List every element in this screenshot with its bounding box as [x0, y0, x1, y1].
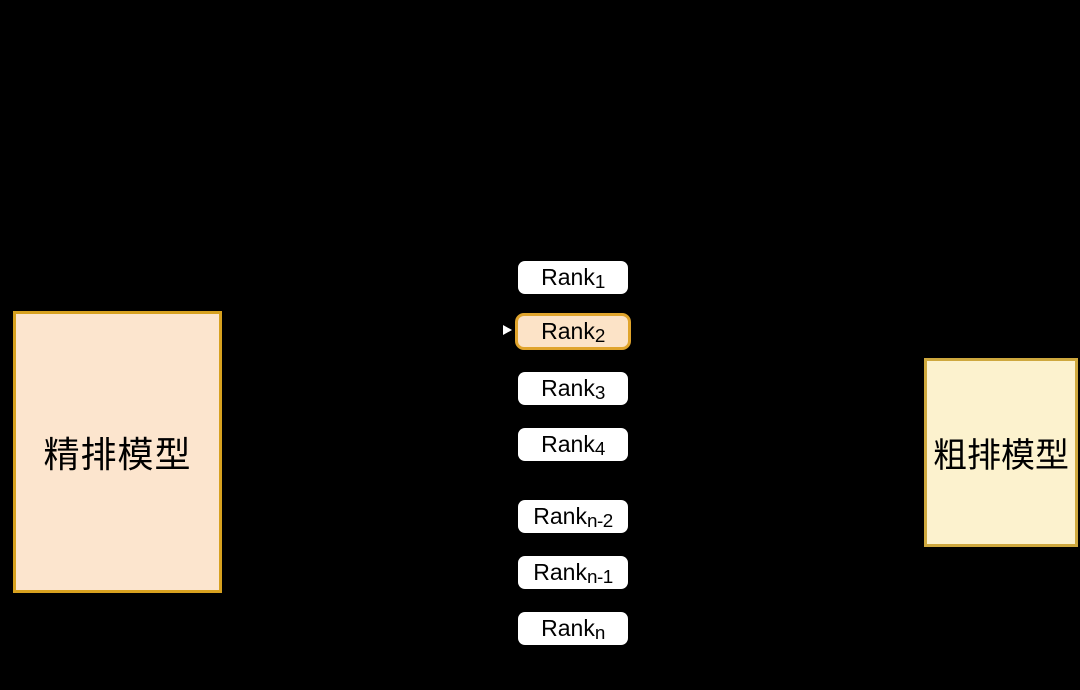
- rank-item-n-2-label: Rank: [533, 503, 587, 529]
- rank-item-4-subscript: 4: [594, 438, 606, 460]
- arrowhead-icon: [503, 325, 512, 335]
- rank-item-3-label: Rank: [541, 375, 595, 401]
- rank-item-n-subscript: n: [594, 622, 606, 644]
- rank-item-n-2-subscript: n-2: [586, 510, 613, 532]
- rank-item-1-label: Rank: [541, 264, 595, 290]
- rank-item-n-1-label: Rank: [533, 559, 587, 585]
- rank-item-n-label: Rank: [541, 615, 595, 641]
- fine-ranking-model-box: 精排模型: [13, 311, 222, 593]
- rank-item-2-label: Rank: [541, 318, 595, 344]
- rank-item-2-subscript: 2: [594, 325, 606, 347]
- rank-item-n-1-subscript: n-1: [586, 566, 613, 588]
- rank-item-1-subscript: 1: [594, 271, 606, 293]
- fine-ranking-model-label: 精排模型: [43, 434, 192, 475]
- rank-item-4-label: Rank: [541, 431, 595, 457]
- rank-item-3-subscript: 3: [594, 382, 606, 404]
- coarse-ranking-model-box: 粗排模型: [924, 358, 1078, 547]
- coarse-ranking-model-label: 粗排模型: [933, 437, 1069, 475]
